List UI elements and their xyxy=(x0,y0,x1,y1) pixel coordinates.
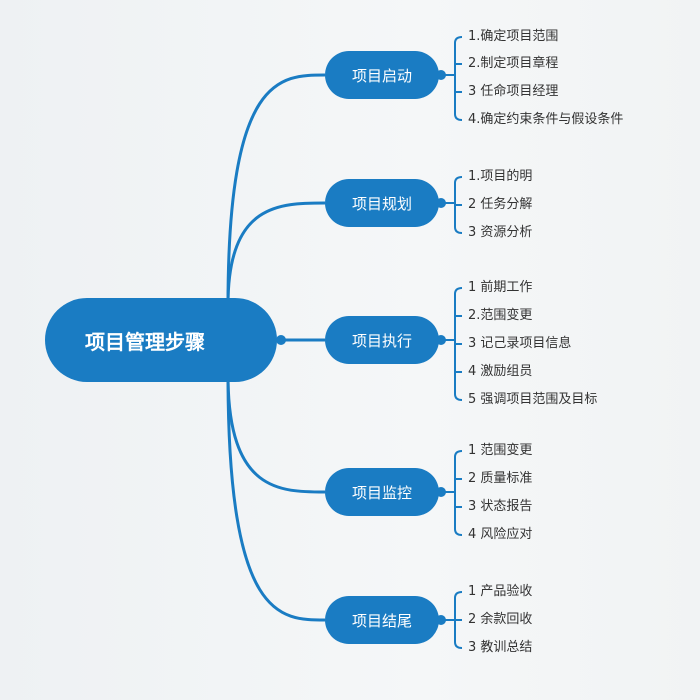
list-item: 1 范围变更 xyxy=(468,443,533,458)
list-item: 3 状态报告 xyxy=(468,499,533,514)
list-item: 3 记己录项目信息 xyxy=(468,336,572,351)
branch-label: 项目监控 xyxy=(351,483,412,502)
list-item: 1.确定项目范围 xyxy=(468,29,559,44)
branch-label: 项目执行 xyxy=(351,331,412,350)
list-item: 2.制定项目章程 xyxy=(468,56,559,71)
list-item: 3 资源分析 xyxy=(468,225,533,240)
list-item: 1.项目的明 xyxy=(468,169,533,184)
branch-connector xyxy=(226,201,326,306)
list-item: 1 前期工作 xyxy=(468,280,533,295)
branch-label: 项目启动 xyxy=(351,66,412,85)
list-item: 1 产品验收 xyxy=(468,584,533,599)
item-bracket xyxy=(454,450,463,536)
list-item: 3 任命项目经理 xyxy=(468,84,559,99)
list-item: 4.确定约束条件与假设条件 xyxy=(468,112,624,127)
branch-node[interactable]: 项目启动 xyxy=(325,51,439,99)
branch-node[interactable]: 项目规划 xyxy=(325,179,439,227)
branch-label: 项目结尾 xyxy=(351,611,412,630)
list-item: 2 任务分解 xyxy=(468,197,533,212)
list-item: 5 强调项目范围及目标 xyxy=(468,392,598,407)
root-node[interactable]: 项目管理步骤 xyxy=(45,298,277,382)
branch-connector xyxy=(226,374,326,622)
list-item: 4 风险应对 xyxy=(468,527,533,542)
list-item: 2 质量标准 xyxy=(468,471,533,486)
list-item: 2.范围变更 xyxy=(468,308,533,323)
branch-node[interactable]: 项目结尾 xyxy=(325,596,439,644)
list-item: 2 余款回收 xyxy=(468,612,533,627)
list-item: 4 激励组员 xyxy=(468,364,533,379)
branch-connector xyxy=(226,374,326,494)
branch-connector xyxy=(226,73,326,306)
list-item: 3 教训总结 xyxy=(468,640,533,655)
branch-label: 项目规划 xyxy=(351,194,412,213)
root-label: 项目管理步骤 xyxy=(85,329,205,354)
item-bracket xyxy=(454,36,463,121)
branch-node[interactable]: 项目监控 xyxy=(325,468,439,516)
branch-node[interactable]: 项目执行 xyxy=(325,316,439,364)
